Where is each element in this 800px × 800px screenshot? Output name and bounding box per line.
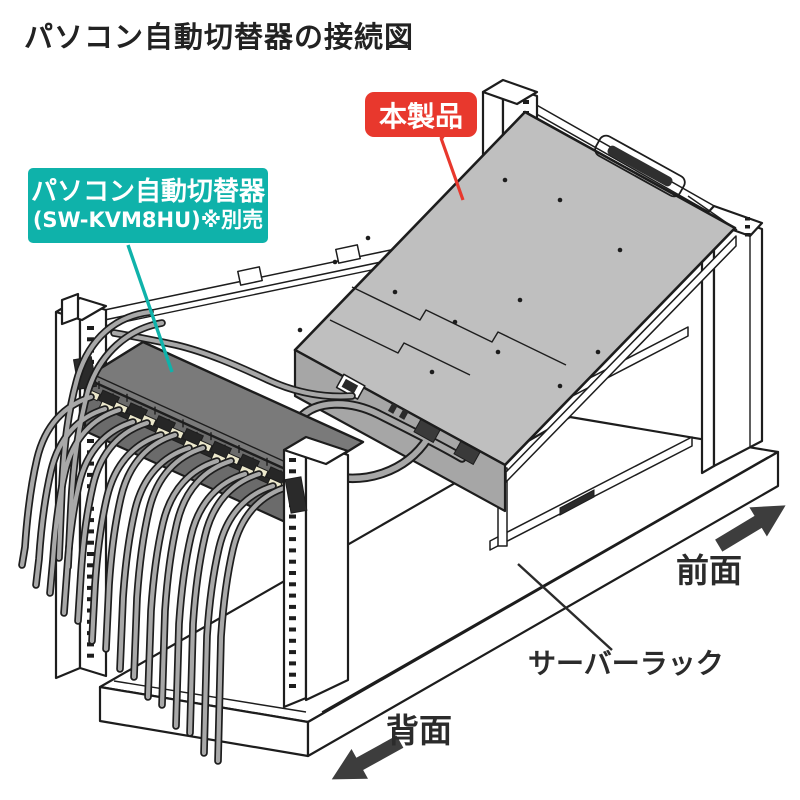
cable-band (237, 266, 263, 286)
cable-band (335, 244, 361, 264)
kvm-callout-line2: (SW-KVM8HU)※別売 (32, 208, 264, 233)
post-holes-right (745, 217, 750, 237)
drawer-screws (297, 177, 623, 398)
back-arrow-icon (331, 735, 404, 780)
post-holes-near (289, 458, 296, 688)
dsub-connector (413, 418, 481, 466)
annotations (126, 137, 786, 780)
product-leader-line (439, 137, 465, 201)
server-rack-label: サーバーラック (528, 647, 724, 680)
rack-post-front-left (282, 435, 350, 709)
rack-leader-line (517, 563, 613, 651)
kvm-callout-line1: パソコン自動切替器 (30, 177, 265, 208)
console-drawer (293, 110, 738, 513)
base-right-face (306, 450, 780, 758)
kvm-mount-bracket (284, 476, 308, 514)
kvm-leader-line (126, 244, 174, 373)
back-direction-label: 背面 (386, 711, 452, 750)
kvm-callout-badge: パソコン自動切替器 (SW-KVM8HU)※別売 (28, 168, 268, 243)
drawer-switches (387, 403, 409, 420)
kvm-cable-bundle (18, 308, 291, 765)
front-direction-label: 前面 (676, 551, 742, 590)
product-callout-badge: 本製品 (365, 92, 477, 141)
product-callout-label: 本製品 (378, 99, 463, 133)
front-arrow-icon (715, 505, 786, 552)
page-title: パソコン自動切替器の接続図 (24, 20, 415, 54)
drawer-handle (594, 134, 686, 198)
